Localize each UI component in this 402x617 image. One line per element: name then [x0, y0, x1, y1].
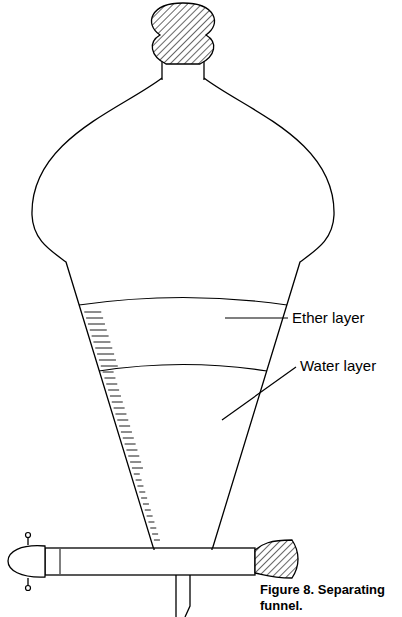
stopcock-key: [8, 546, 45, 577]
stopcock-cap: [255, 540, 298, 578]
part-label: Ether layer: [292, 309, 365, 327]
leader-line: [222, 367, 296, 420]
liquid-shading: [84, 312, 160, 540]
funnel-wall: [32, 78, 162, 550]
funnel-neck: [161, 60, 162, 80]
stopcock-barrel: [45, 548, 255, 575]
funnel-neck: [203, 60, 204, 80]
part-label: Water layer: [300, 357, 376, 375]
leader-line: [225, 317, 288, 318]
figure-caption: Figure 8. Separating funnel.: [260, 582, 398, 614]
ether-surface: [79, 298, 287, 306]
layer-interface: [99, 365, 267, 372]
funnel-stem: [176, 575, 190, 617]
stopper: [151, 3, 214, 64]
